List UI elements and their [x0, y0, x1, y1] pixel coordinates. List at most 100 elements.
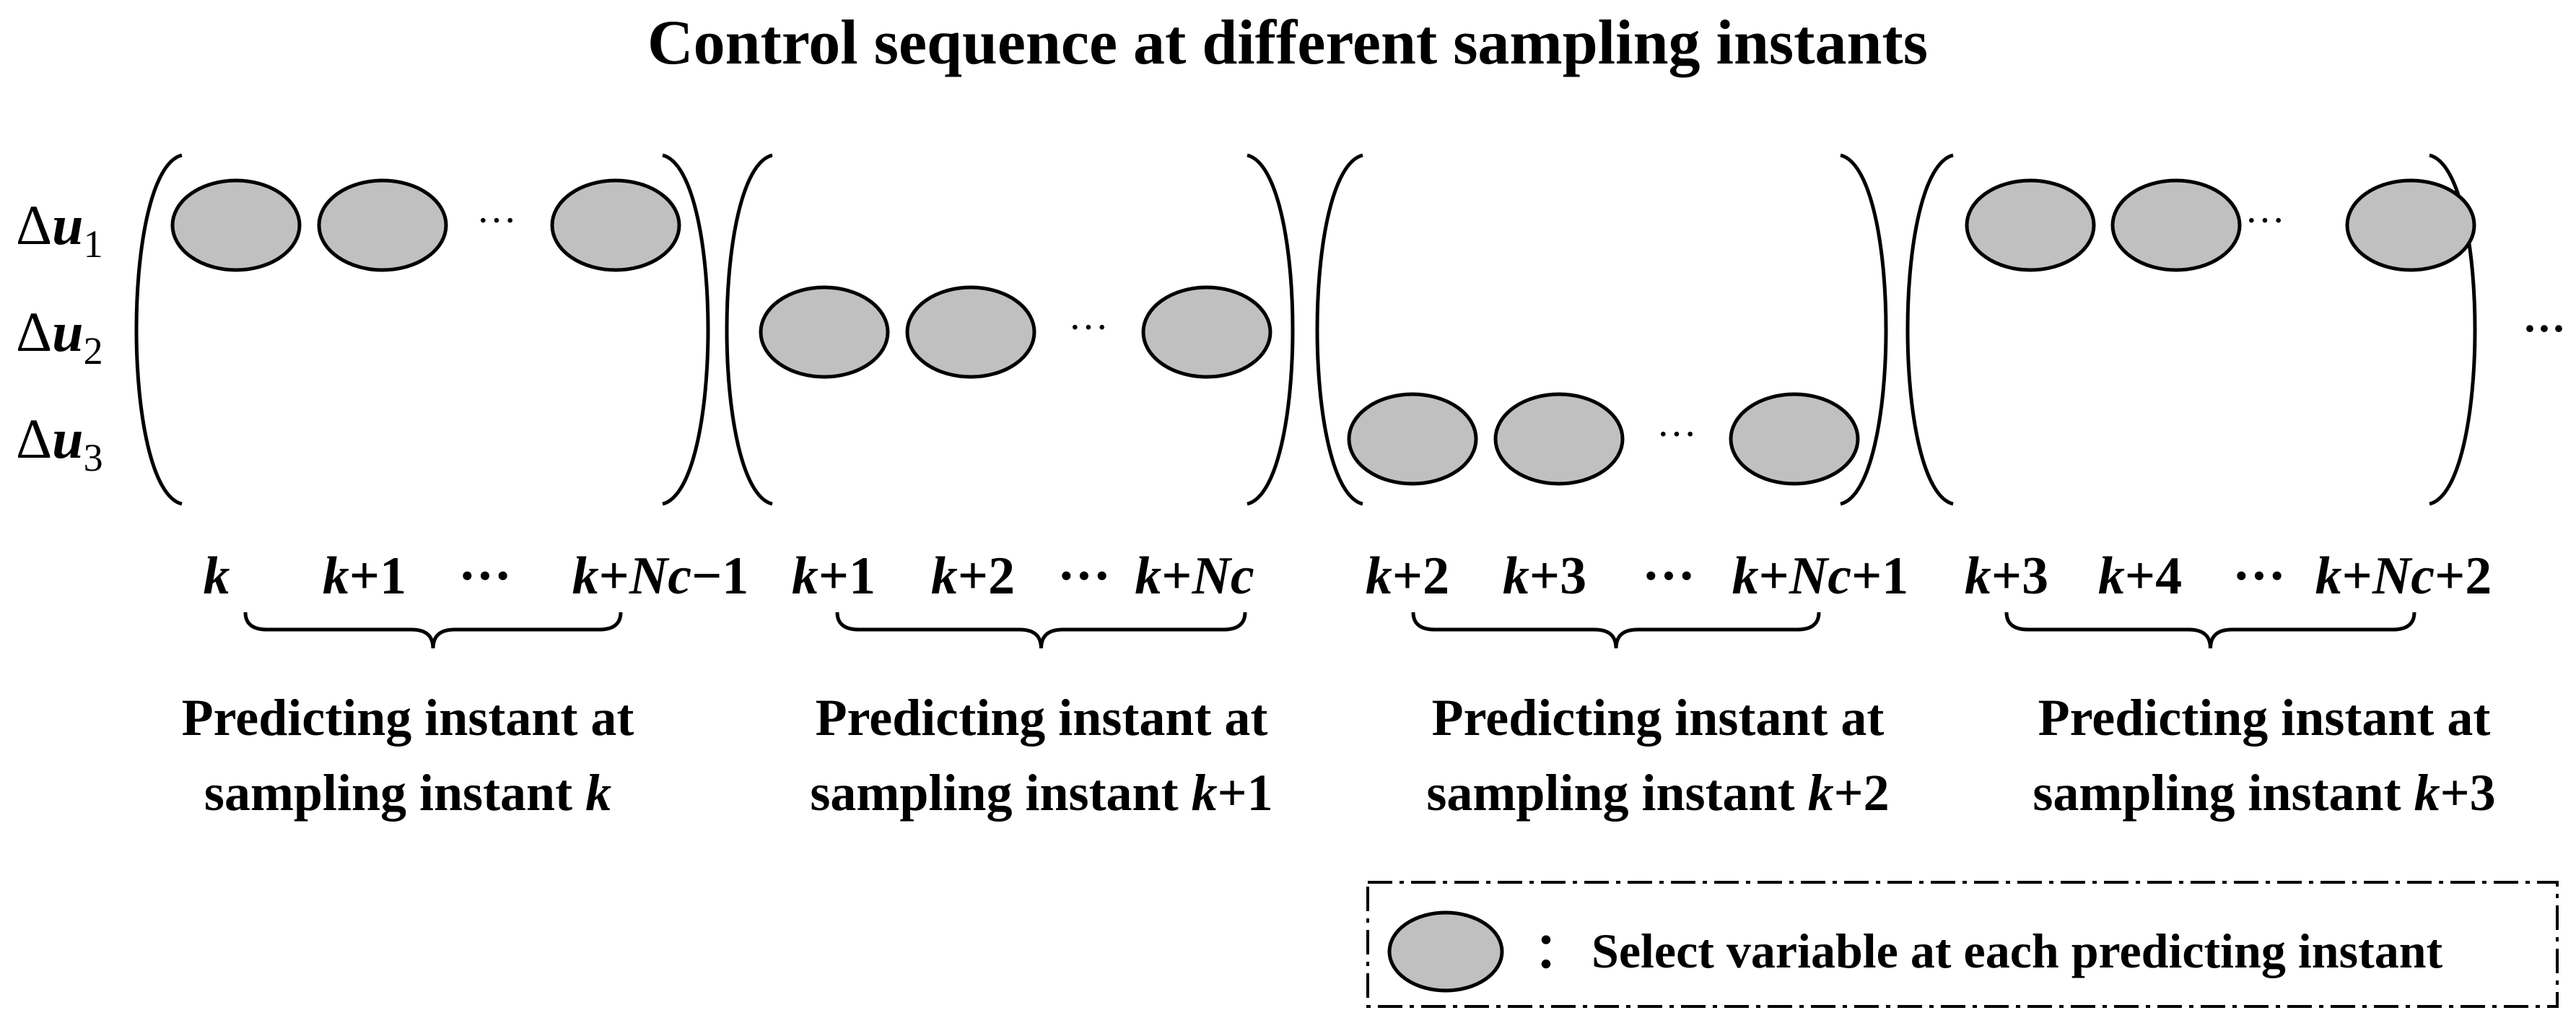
row-ellipsis: ··· — [1068, 305, 1109, 350]
right-parenthesis — [662, 153, 710, 506]
right-parenthesis — [1840, 153, 1888, 506]
left-parenthesis — [725, 153, 773, 506]
predicting-instant-label: k+3 — [1503, 547, 1586, 606]
text-run: +1 — [349, 547, 406, 606]
text-run: k — [1135, 547, 1161, 606]
select-variable-marker — [1347, 392, 1478, 486]
text-run: k — [1366, 547, 1392, 606]
row-label-du1: Δu1 — [16, 193, 103, 266]
row-subscript: 3 — [84, 436, 103, 479]
legend-box — [1366, 881, 2559, 1008]
text-run: k — [323, 547, 349, 606]
text-run: k — [931, 547, 958, 606]
text-run: k — [585, 764, 611, 822]
select-variable-marker — [2345, 178, 2476, 272]
text-run: k — [2414, 764, 2440, 822]
right-parenthesis — [1246, 153, 1295, 506]
block-caption-line1: Predicting instant at — [1432, 689, 1885, 747]
text-run: + — [1759, 547, 1789, 606]
text-run: + — [1161, 547, 1192, 606]
left-parenthesis — [1315, 153, 1363, 506]
predicting-instant-label: k — [204, 547, 230, 606]
legend-separator: ： — [1534, 923, 1583, 978]
row-label-du3: Δu3 — [16, 407, 103, 479]
text-run: sampling instant — [810, 764, 1191, 822]
text-run: +1 — [1218, 764, 1273, 822]
text-run: Nc — [1789, 547, 1851, 606]
text-run: Nc — [629, 547, 691, 606]
predicting-instant-label: k+1 — [792, 547, 876, 606]
select-variable-marker — [1965, 178, 2096, 272]
block-caption-line2: sampling instant k+2 — [1426, 764, 1889, 822]
right-parenthesis — [2429, 153, 2477, 506]
select-variable-marker — [550, 178, 681, 272]
text-run: ··· — [2232, 547, 2286, 606]
text-run: Nc — [1191, 547, 1254, 606]
text-run: +1 — [1851, 547, 1908, 606]
delta-symbol: Δ — [16, 407, 52, 470]
text-run: + — [2342, 547, 2372, 606]
text-run: +3 — [2440, 764, 2496, 822]
text-run: k — [1192, 764, 1218, 822]
predicting-instant-label: ··· — [2232, 547, 2286, 606]
text-run: k — [1965, 547, 1991, 606]
diagram-title: Control sequence at different sampling i… — [647, 8, 1928, 78]
left-parenthesis — [134, 153, 183, 506]
delta-symbol: Δ — [16, 300, 52, 363]
text-run: +2 — [958, 547, 1015, 606]
u-variable: u — [52, 407, 83, 470]
text-run: k — [572, 547, 599, 606]
text-run: k — [1808, 764, 1834, 822]
predicting-instant-label: k+1 — [323, 547, 406, 606]
select-variable-marker — [759, 285, 890, 379]
legend-marker — [1387, 910, 1504, 993]
grouping-brace — [1411, 612, 1821, 649]
text-run: +1 — [818, 547, 876, 606]
predicting-instant-label: k+2 — [1366, 547, 1449, 606]
predicting-instant-label: k+4 — [2098, 547, 2182, 606]
text-run: Nc — [2372, 547, 2435, 606]
text-run: ··· — [458, 547, 512, 606]
text-run: k — [204, 547, 230, 606]
delta-symbol: Δ — [16, 193, 52, 256]
text-run: −1 — [691, 547, 748, 606]
text-run: +2 — [1392, 547, 1449, 606]
select-variable-marker — [2110, 178, 2242, 272]
grouping-brace — [2004, 612, 2416, 649]
predicting-instant-label: k+Nc+1 — [1732, 547, 1909, 606]
block-caption-line2: sampling instant k+1 — [810, 764, 1272, 822]
block-caption-line2: sampling instant k — [204, 764, 611, 822]
legend-text: Select variable at each predicting insta… — [1592, 923, 2443, 978]
text-run: k — [2098, 547, 2125, 606]
text-run: +4 — [2125, 547, 2182, 606]
predicting-instant-label: ··· — [1642, 547, 1695, 606]
row-subscript: 1 — [84, 222, 103, 266]
text-run: sampling instant — [1426, 764, 1807, 822]
predicting-instant-label: k+Nc — [1135, 547, 1254, 606]
row-subscript: 2 — [84, 329, 103, 373]
select-variable-marker — [1493, 392, 1625, 486]
block-caption-line1: Predicting instant at — [2038, 689, 2491, 747]
block-caption-line2: sampling instant k+3 — [2033, 764, 2495, 822]
predicting-instant-label: ··· — [1057, 547, 1111, 606]
text-run: + — [599, 547, 629, 606]
predicting-instant-label: k+Nc+2 — [2315, 547, 2492, 606]
grouping-brace — [243, 612, 623, 649]
block-caption-line1: Predicting instant at — [182, 689, 634, 747]
row-ellipsis: ··· — [476, 199, 517, 243]
text-run: k — [792, 547, 818, 606]
text-run: sampling instant — [2033, 764, 2414, 822]
select-variable-marker — [905, 285, 1036, 379]
predicting-instant-label: k+3 — [1965, 547, 2048, 606]
text-run: +2 — [1834, 764, 1890, 822]
text-run: +3 — [1529, 547, 1586, 606]
text-run: sampling instant — [204, 764, 585, 822]
grouping-brace — [835, 612, 1247, 649]
